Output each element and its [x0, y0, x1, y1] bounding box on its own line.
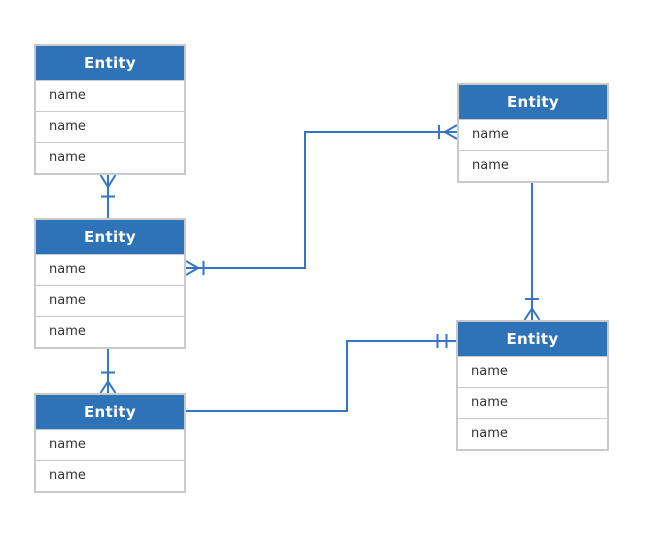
entity-header: Entity — [459, 85, 607, 119]
entity-header: Entity — [458, 322, 607, 356]
crows-foot-icon — [99, 174, 117, 189]
entity-attribute[interactable]: name — [36, 142, 184, 173]
connector-topleft-middleleft[interactable] — [99, 174, 117, 218]
connector-line — [186, 340, 456, 412]
crows-foot-icon — [99, 379, 117, 394]
connector-line — [186, 131, 457, 269]
entity-middle-left[interactable]: Entity name name name — [34, 218, 186, 349]
entity-attribute[interactable]: name — [459, 150, 607, 181]
entity-bottom-left[interactable]: Entity name name — [34, 393, 186, 493]
connector-middleleft-bottomleft[interactable] — [99, 349, 117, 394]
entity-header: Entity — [36, 46, 184, 80]
crows-foot-icon — [443, 124, 458, 140]
crows-foot-icon — [185, 260, 200, 276]
entity-attribute[interactable]: name — [458, 356, 607, 387]
entity-attribute[interactable]: name — [459, 119, 607, 150]
entity-attribute[interactable]: name — [36, 111, 184, 142]
entity-attribute[interactable]: name — [36, 80, 184, 111]
entity-header: Entity — [36, 220, 184, 254]
connector-middleleft-topright[interactable] — [185, 124, 458, 276]
entity-attribute[interactable]: name — [36, 460, 184, 491]
entity-attribute[interactable]: name — [36, 429, 184, 460]
crows-foot-icon — [523, 306, 541, 321]
entity-bottom-right[interactable]: Entity name name name — [456, 320, 609, 451]
entity-attribute[interactable]: name — [458, 387, 607, 418]
entity-attribute[interactable]: name — [36, 254, 184, 285]
entity-attribute[interactable]: name — [36, 316, 184, 347]
connector-topright-bottomright[interactable] — [523, 181, 541, 321]
entity-attribute[interactable]: name — [458, 418, 607, 449]
entity-top-right[interactable]: Entity name name — [457, 83, 609, 183]
entity-top-left[interactable]: Entity name name name — [34, 44, 186, 175]
entity-header: Entity — [36, 395, 184, 429]
connector-bottomleft-bottomright[interactable] — [186, 334, 456, 412]
entity-attribute[interactable]: name — [36, 285, 184, 316]
